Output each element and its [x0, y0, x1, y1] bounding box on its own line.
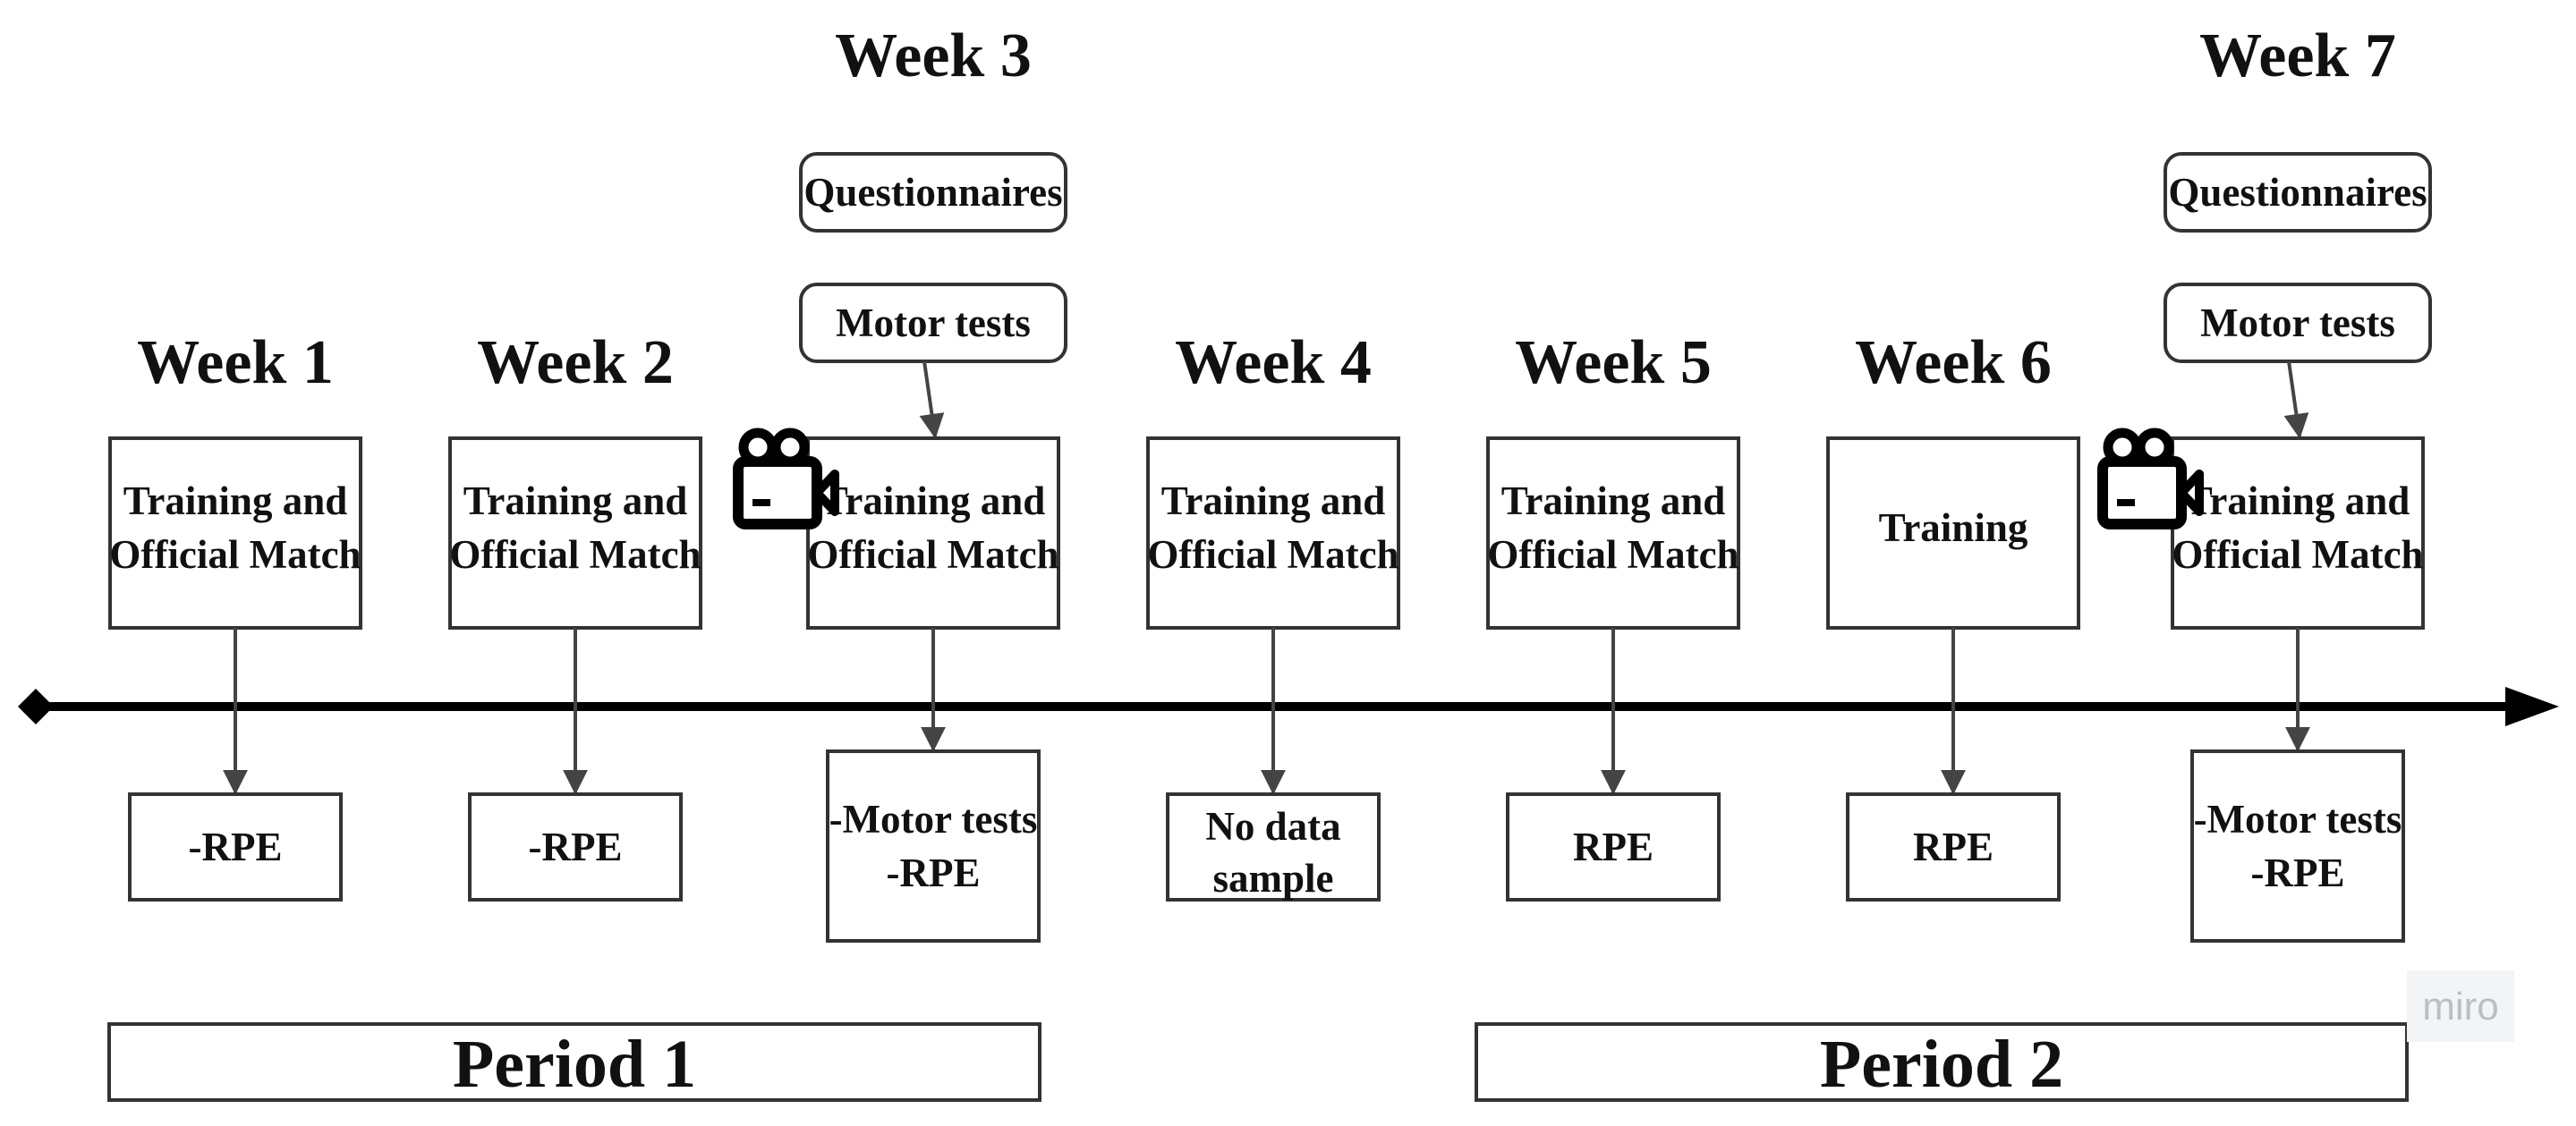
period-1-label: Period 1 [453, 1027, 696, 1102]
week-4-activity-line-1: Training and [1161, 478, 1386, 523]
week-2-result-line-1: -RPE [529, 825, 623, 869]
week-7-label: Week 7 [2199, 21, 2396, 90]
week-3-result-box [826, 749, 1041, 943]
week-7-video-camera-icon-reel-right [2135, 428, 2174, 467]
week-2-activity-line-2: Official Match [449, 532, 701, 577]
arrowhead-icon [2505, 687, 2559, 726]
week-7-video-camera-icon-body [2097, 456, 2187, 529]
week-3-video-camera-icon-indicator [752, 499, 770, 506]
week-5-result-line-1: RPE [1573, 825, 1654, 869]
week-5-activity-box [1486, 436, 1740, 630]
week-2-label: Week 2 [477, 328, 674, 397]
week-3-result-line-1: -Motor tests [829, 797, 1038, 842]
week-4-result-line-2: sample [1213, 856, 1334, 901]
week-7-questionnaires-label: Questionnaires [2168, 170, 2427, 215]
week-4-label: Week 4 [1175, 328, 1372, 397]
watermark-miro: miro [2422, 985, 2499, 1029]
week-3-activity-line-1: Training and [821, 478, 1046, 523]
period-1-box [107, 1022, 1041, 1102]
period-2-box [1475, 1022, 2409, 1102]
week-2-activity-box [448, 436, 702, 630]
diamond-start-icon [18, 689, 54, 724]
week-3-video-camera-icon-lens [812, 470, 839, 516]
week-3-video-camera-icon-reel-left [738, 428, 778, 467]
week-3-motor-tests-box [799, 283, 1067, 363]
week-7-activity-box [2171, 436, 2425, 630]
week-7-result-line-1: -Motor tests [2194, 797, 2402, 842]
week-3-activity-line-2: Official Match [807, 532, 1058, 577]
week-7-result-box [2190, 749, 2405, 943]
week-2-activity-line-1: Training and [463, 478, 688, 523]
week-1-label: Week 1 [137, 328, 334, 397]
week-7-result-line-2: -RPE [2251, 851, 2345, 895]
week-1-result-line-1: -RPE [189, 825, 283, 869]
week-3-motor-tests-label: Motor tests [836, 301, 1031, 345]
week-4-result-box [1166, 792, 1381, 902]
week-7-motor-tests-box [2164, 283, 2432, 363]
week-7-motor-tests-arrow [2283, 360, 2309, 439]
week-3-questionnaires-label: Questionnaires [803, 170, 1062, 215]
week-1-activity-line-2: Official Match [109, 532, 361, 577]
week-3-questionnaires-box [799, 152, 1067, 233]
week-7-activity-line-1: Training and [2186, 478, 2410, 523]
week-4-result-line-1: No data [1205, 804, 1340, 849]
week-5-activity-line-2: Official Match [1487, 532, 1739, 577]
week-5-label: Week 5 [1515, 328, 1712, 397]
week-6-activity-line-1: Training [1879, 505, 2028, 550]
week-7-video-camera-icon-reel-left [2103, 428, 2142, 467]
week-2-result-box [468, 792, 683, 902]
week-7-video-camera-icon-lens [2177, 470, 2204, 516]
week-3-label: Week 3 [835, 21, 1032, 90]
week-3-video-camera-icon-body [733, 456, 822, 529]
week-4-activity-line-2: Official Match [1147, 532, 1399, 577]
week-7-motor-tests-label: Motor tests [2200, 301, 2395, 345]
week-7-activity-line-2: Official Match [2172, 532, 2423, 577]
week-6-result-box [1846, 792, 2061, 902]
week-7-video-camera-icon-indicator [2117, 499, 2135, 506]
week-3-motor-tests-arrow [919, 360, 945, 439]
week-3-result-line-2: -RPE [887, 851, 981, 895]
week-3-video-camera-icon-reel-right [770, 428, 810, 467]
week-5-result-box [1506, 792, 1721, 902]
week-1-activity-line-1: Training and [123, 478, 348, 523]
period-2-label: Period 2 [1820, 1027, 2063, 1102]
week-6-activity-box [1826, 436, 2080, 630]
week-7-questionnaires-box [2164, 152, 2432, 233]
watermark-bg [2407, 970, 2514, 1042]
week-1-result-box [128, 792, 343, 902]
week-6-result-line-1: RPE [1913, 825, 1994, 869]
week-6-label: Week 6 [1855, 328, 2052, 397]
week-5-activity-line-1: Training and [1501, 478, 1726, 523]
